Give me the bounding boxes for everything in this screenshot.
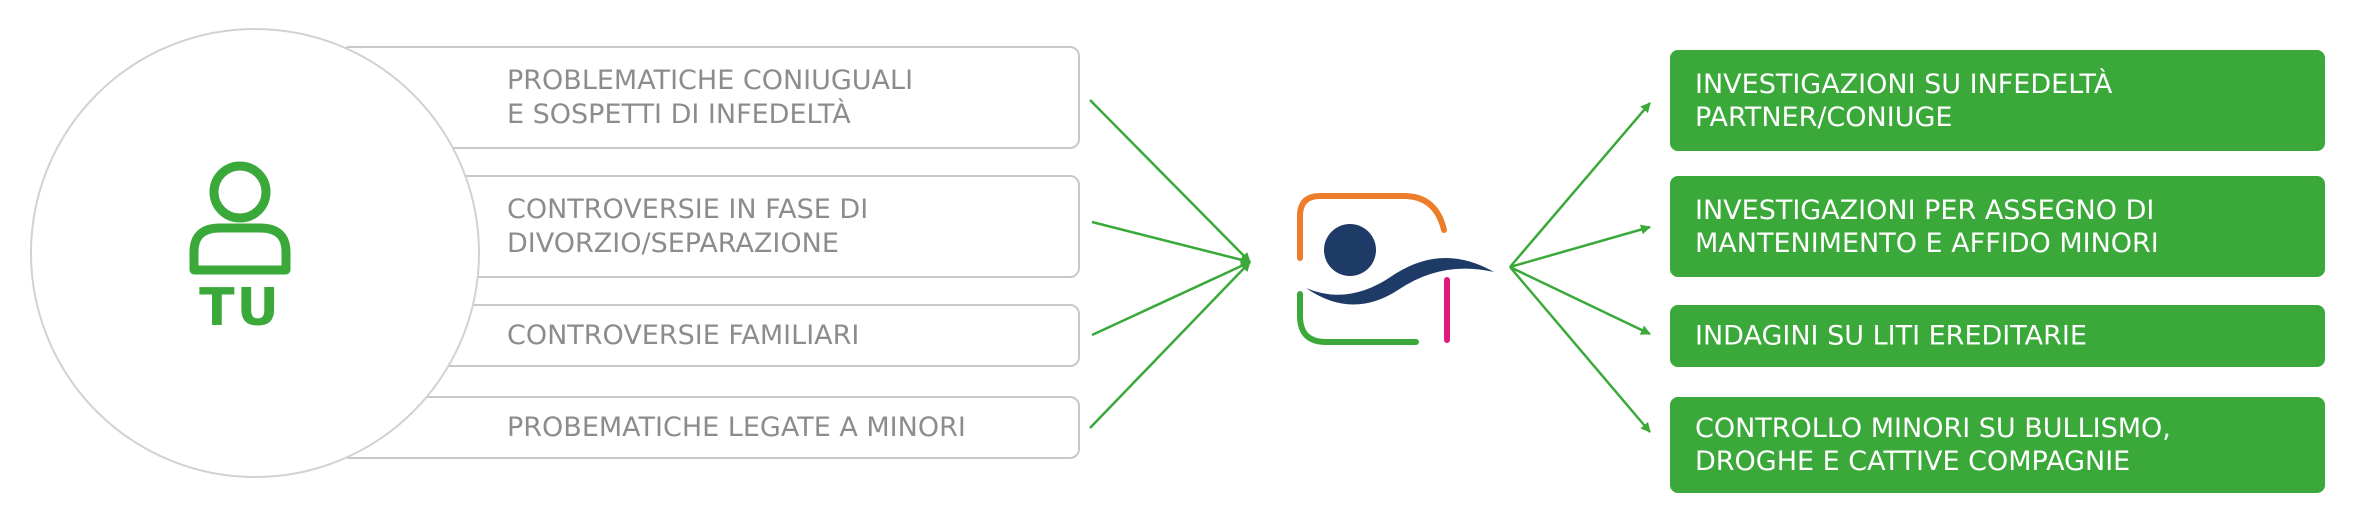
service-text: INVESTIGAZIONI PER ASSEGNO DI MANTENIMEN…: [1695, 194, 2159, 259]
service-box: INVESTIGAZIONI PER ASSEGNO DI MANTENIMEN…: [1670, 176, 2325, 277]
user-label: TU: [199, 278, 281, 338]
service-box: INVESTIGAZIONI SU INFEDELTÀ PARTNER/CONI…: [1670, 50, 2325, 151]
arrow-problem-2: [1091, 220, 1251, 265]
problem-text: PROBEMATICHE LEGATE A MINORI: [507, 411, 966, 443]
problem-box: PROBLEMATICHE CONIUGUALI E SOSPETTI DI I…: [340, 46, 1080, 149]
arrow-problem-1: [1089, 99, 1251, 263]
service-box: INDAGINI SU LITI EREDITARIE: [1670, 305, 2325, 367]
arrow-problem-3: [1091, 260, 1251, 337]
service-text: CONTROLLO MINORI SU BULLISMO, DROGHE E C…: [1695, 413, 2171, 477]
arrow-problem-4: [1089, 261, 1251, 429]
service-text: INVESTIGAZIONI SU INFEDELTÀ PARTNER/CONI…: [1695, 68, 2113, 133]
problem-text: CONTROVERSIE FAMILIARI: [507, 319, 860, 351]
problem-box: PROBEMATICHE LEGATE A MINORI: [340, 396, 1080, 459]
person-icon: [189, 161, 291, 275]
arrow-service-1: [1509, 102, 1651, 268]
arrow-service-2: [1509, 224, 1651, 269]
problem-text: PROBLEMATICHE CONIUGUALI E SOSPETTI DI I…: [507, 64, 914, 130]
problem-text: CONTROVERSIE IN FASE DI DIVORZIO/SEPARAZ…: [507, 193, 869, 259]
service-text: INDAGINI SU LITI EREDITARIE: [1695, 320, 2087, 352]
service-box: CONTROLLO MINORI SU BULLISMO, DROGHE E C…: [1670, 397, 2325, 493]
arrow-service-4: [1509, 266, 1651, 433]
agency-logo-icon: [1297, 193, 1494, 345]
user-circle: [30, 28, 480, 478]
arrow-service-3: [1509, 265, 1651, 336]
